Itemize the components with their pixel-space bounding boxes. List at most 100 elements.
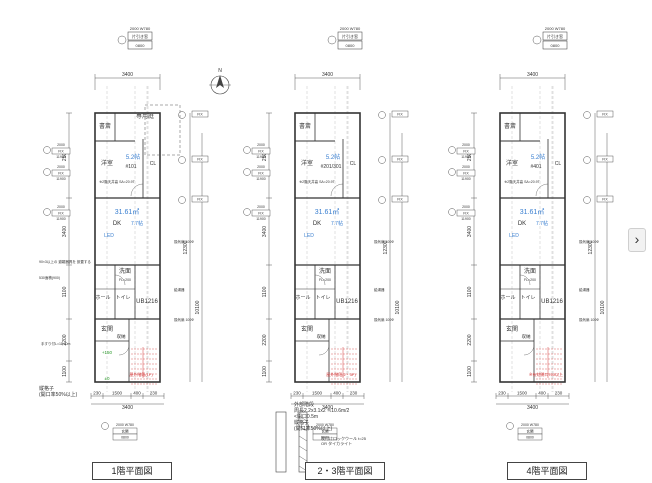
window-tag-icon (583, 111, 591, 119)
dimension-bottom: 230 (93, 391, 101, 396)
window-tag-box (391, 195, 409, 203)
ceiling-note: ※2階天井高 SA=20.9T (299, 179, 335, 184)
door-tag-box (542, 31, 568, 41)
window-tag-type: FIX (602, 198, 608, 202)
dimension-left: 2200 (62, 334, 68, 345)
window-tag-size: 2000 (462, 205, 470, 209)
wall-hatch (298, 415, 308, 422)
dimension-top: 3400 (527, 72, 538, 78)
dimension-bottom-total: 3400 (122, 405, 133, 411)
window-tag-type: FIX (463, 172, 469, 176)
room-entrance: 玄関 (506, 325, 518, 333)
north-arrow-icon: N (209, 68, 231, 95)
dimension-bottom: 1500 (112, 391, 123, 396)
door-tag-box (337, 40, 363, 50)
water-heater-note: 給湯器 (374, 287, 385, 292)
north-arrow-needle (216, 75, 224, 88)
lattice-note: 縦格子(開口率50%以上) (39, 385, 78, 398)
window-tag-box (596, 155, 614, 163)
door-swing (535, 183, 549, 197)
room-storage: 収納 (522, 333, 531, 340)
window-tag-icon (178, 111, 186, 119)
window-tag-icon (243, 168, 251, 176)
wash-floor-note: FL=200 (119, 278, 131, 282)
door-swing (523, 344, 535, 356)
door-tag-box (517, 433, 543, 441)
room-wash: 洗面 (119, 267, 131, 275)
vent-note: 換気扇 100Φ (374, 317, 394, 322)
room-dk-area: 31.61㎡ (315, 208, 340, 216)
next-page-button[interactable]: › (628, 228, 646, 252)
dimension-left: 1100 (262, 366, 268, 377)
vent-note: 換気扇 100Φ (579, 317, 599, 322)
room-unit-bath: UB1216 (336, 299, 358, 305)
wall-hatch (298, 445, 308, 452)
room-dk-size: 7.7帖 (331, 220, 343, 227)
window-tag-type: FIX (397, 198, 403, 202)
room-garden: 専用庭 (136, 112, 154, 120)
escape-note: 90×3以上の 避難器具を 設置する (39, 259, 91, 264)
room-study: 書斎 (504, 122, 516, 130)
window-tag-icon (583, 156, 591, 164)
room-dk-area: 31.61㎡ (520, 208, 545, 216)
dimension-right: 12300 (183, 240, 189, 254)
window-tag-icon (532, 35, 542, 45)
window-tag-code: 11900 (256, 177, 266, 181)
door-tag-size: 2000 W780 (316, 423, 334, 427)
window-tag-icon (101, 422, 109, 430)
door-tag-label: 玄関 (122, 429, 129, 434)
north-arrow-label: N (218, 68, 222, 74)
door-tag-box (112, 433, 138, 441)
window-tag-size: 2000 (57, 143, 65, 147)
door-tag-code: 0800 (526, 436, 534, 440)
window-tag-type: FIX (58, 150, 64, 154)
door-tag-label: 玄関 (322, 429, 330, 434)
window-tag-box (391, 155, 409, 163)
dimension-left: 2500 (262, 150, 268, 161)
dimension-left: 1100 (262, 286, 268, 297)
exterior-stair (131, 347, 158, 385)
room-storage: 収納 (317, 333, 326, 340)
exterior-stair (536, 347, 563, 385)
door-tag-size: 2000 W780 (340, 26, 361, 31)
room-closet: CL (150, 161, 157, 167)
room-storage: 収納 (117, 333, 126, 340)
room-wash: 洗面 (319, 267, 331, 275)
room-dk-area: 31.61㎡ (115, 208, 140, 216)
window-tag-icon (178, 196, 186, 204)
window-tag-icon (43, 208, 51, 216)
vent-note: 換気扇 100Φ (374, 239, 394, 244)
door-tag-size: 2000 W780 (521, 423, 539, 427)
dimension-left: 1100 (62, 366, 68, 377)
room-dk-size: 7.7帖 (131, 220, 143, 227)
window-tag-type: FIX (58, 212, 64, 216)
dimension-left: 2500 (467, 150, 473, 161)
window-tag-code: 11900 (461, 155, 471, 159)
dimension-top: 3400 (322, 72, 333, 78)
door-tag-size: 2000 W780 (116, 423, 134, 427)
room-unit-bath: UB1216 (136, 299, 158, 305)
window-tag-type: FIX (463, 150, 469, 154)
room-toilet: トイレ (115, 295, 130, 301)
dimension-left: 1100 (467, 366, 473, 377)
dimension-bottom: 400 (133, 391, 141, 396)
window-tag-box (51, 147, 71, 155)
window-tag-type: FIX (58, 172, 64, 176)
water-heater-note: 給湯器 (579, 287, 590, 292)
wall-hatch (298, 455, 308, 462)
window-tag-box (251, 209, 271, 217)
window-tag-code: 11900 (461, 217, 471, 221)
vent-note: 換気扇 100Φ (579, 239, 599, 244)
window-tag-type: FIX (602, 158, 608, 162)
window-tag-icon (448, 168, 456, 176)
window-tag-icon (506, 422, 514, 430)
vent-note: 換気扇 100Φ (174, 239, 194, 244)
wall-hatch (298, 425, 308, 432)
window-tag-code: 11900 (56, 155, 66, 159)
stair-note: ※有効開口760以上 (529, 371, 563, 377)
door-tag-size: 2000 W780 (545, 26, 566, 31)
door-tag-size: 2000 W780 (130, 26, 151, 31)
escape-note: 530面積(900) (39, 275, 60, 280)
